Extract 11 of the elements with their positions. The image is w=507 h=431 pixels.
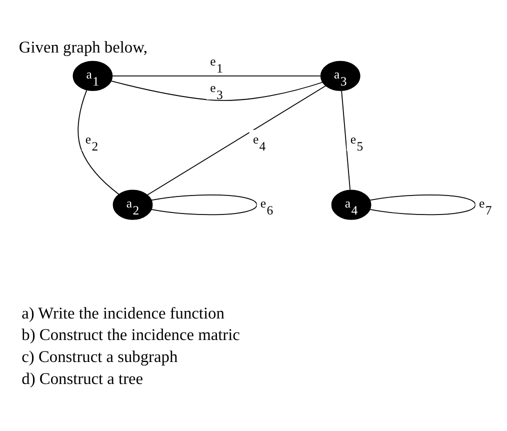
connector: [146, 85, 326, 196]
label: a) Write the incidence function: [22, 303, 224, 322]
diagram-title: Given graph below,: [18, 37, 148, 56]
label: b) Construct the incidence matric: [22, 325, 240, 344]
label: d) Construct a tree: [22, 368, 144, 388]
connector: [370, 194, 476, 216]
label: c) Construct a subgraph: [22, 347, 178, 366]
connector: [341, 90, 351, 190]
connector: [110, 80, 324, 101]
connector: [78, 90, 120, 195]
connector: [150, 194, 258, 216]
